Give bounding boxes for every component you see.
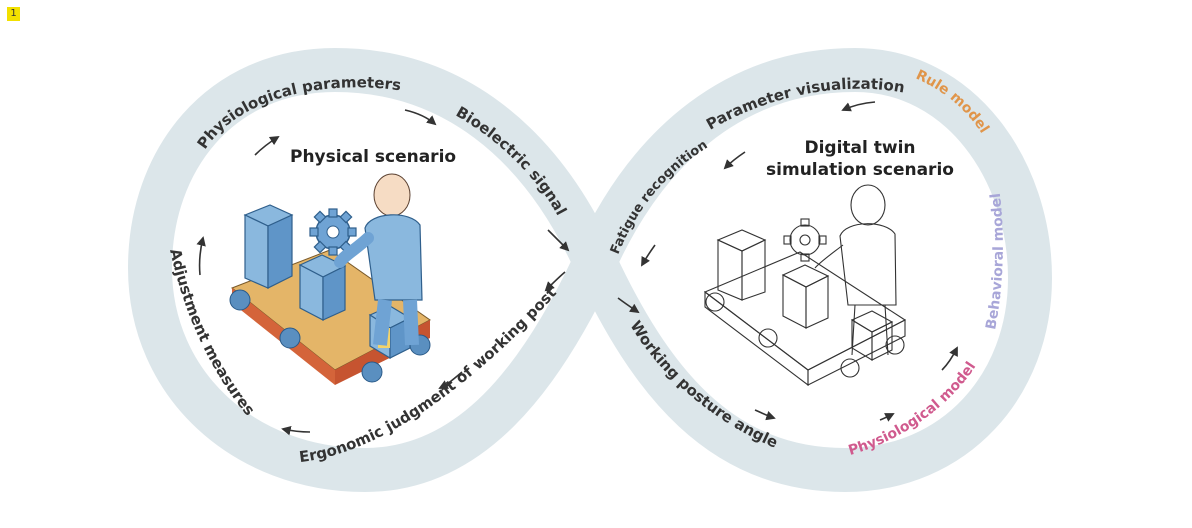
arrow-4	[723, 151, 746, 170]
arrow-6	[544, 271, 566, 292]
gear-outline-icon	[783, 218, 827, 262]
figure-number-badge: 1	[7, 7, 20, 21]
arrow-3	[841, 101, 876, 112]
arrow-12	[281, 425, 311, 436]
arrow-13	[196, 236, 206, 276]
worker-figure	[334, 173, 423, 346]
arrow-7	[617, 297, 640, 314]
physical-scenario-title: Physical scenario	[290, 147, 456, 167]
label-behavioral-model: Behavioral model	[983, 192, 1007, 331]
digital-twin-title-line2: simulation scenario	[766, 160, 954, 180]
arrow-8	[438, 371, 463, 389]
infinity-loop-band	[128, 48, 1052, 492]
arrow-1	[404, 109, 437, 126]
flow-arrows	[196, 101, 958, 436]
gear-icon	[309, 208, 357, 256]
arrow-11	[941, 346, 958, 371]
arrow-10	[879, 413, 895, 422]
arrow-5	[641, 244, 656, 267]
arrow-9	[754, 409, 776, 421]
digital-twin-illustration	[703, 184, 907, 387]
physical-scenario-illustration	[229, 173, 431, 385]
digital-twin-title-line1: Digital twin	[804, 138, 915, 158]
arrow-14	[254, 135, 280, 156]
arrow-2	[547, 229, 570, 252]
